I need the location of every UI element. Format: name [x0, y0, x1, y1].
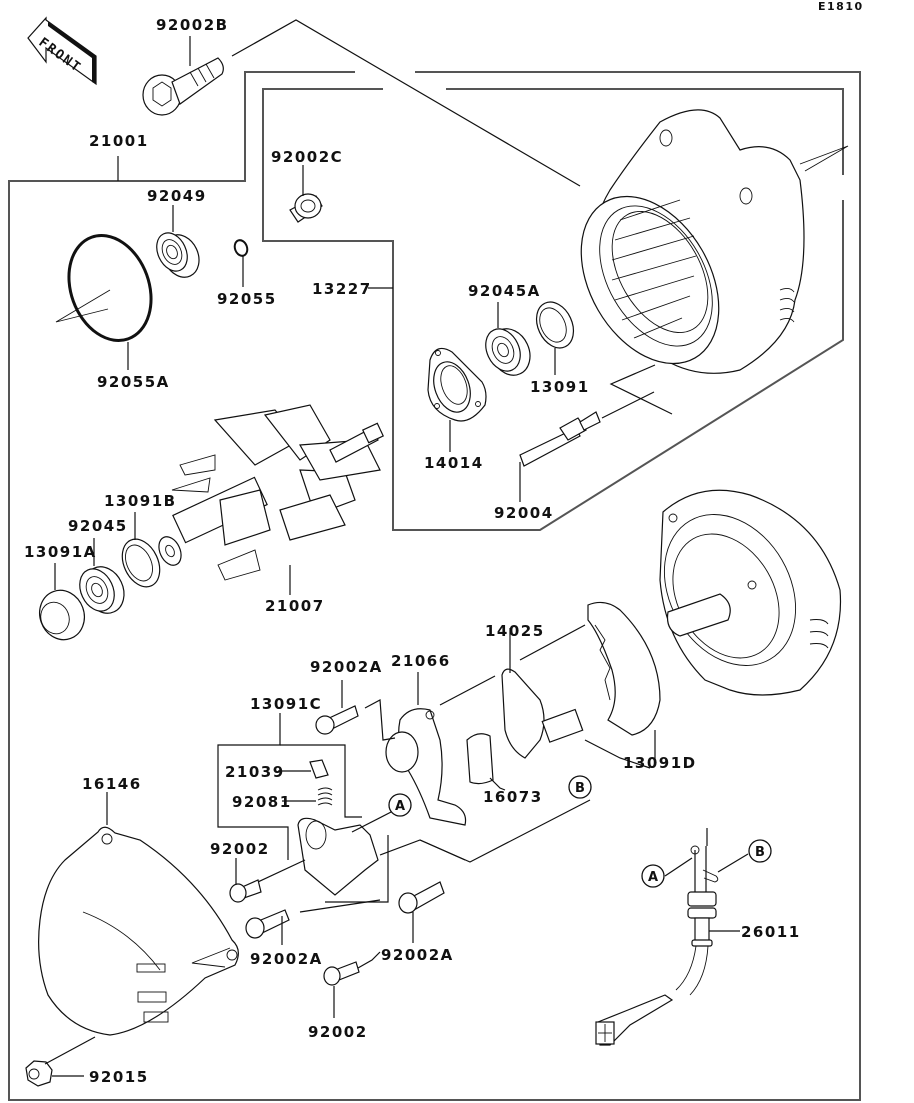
callout-A: A	[388, 793, 412, 817]
part-92002C-bolt[interactable]	[289, 165, 323, 223]
label-92002-left[interactable]: 92002	[210, 840, 270, 858]
label-92015[interactable]: 92015	[89, 1068, 149, 1086]
part-92055A-o-ring[interactable]	[55, 224, 165, 370]
part-alternator-housing[interactable]	[553, 109, 849, 415]
callout-A-harness: A	[641, 864, 665, 888]
label-92002B[interactable]: 92002B	[156, 16, 229, 34]
label-13091D[interactable]: 13091D	[623, 754, 697, 772]
part-14014-bearing-plate[interactable]	[427, 347, 487, 452]
guide-lines	[299, 799, 591, 913]
label-14025[interactable]: 14025	[485, 622, 545, 640]
label-92055[interactable]: 92055	[217, 290, 277, 308]
label-92002-bottom[interactable]: 92002	[308, 1023, 368, 1041]
part-92002B-bolt[interactable]	[142, 19, 581, 187]
label-13227[interactable]: 13227	[312, 280, 372, 298]
svg-text:A: A	[395, 799, 405, 814]
label-13091[interactable]: 13091	[530, 378, 590, 396]
label-21001[interactable]: 21001	[89, 132, 149, 150]
label-14014[interactable]: 14014	[424, 454, 484, 472]
label-92004[interactable]: 92004	[494, 504, 554, 522]
part-92002A-screw-left[interactable]	[245, 909, 290, 945]
label-92002C[interactable]: 92002C	[271, 148, 343, 166]
part-13091-seal[interactable]	[529, 296, 580, 375]
part-14025-brush-holder[interactable]	[439, 624, 586, 759]
part-21039-brush[interactable]	[278, 759, 329, 779]
label-92081[interactable]: 92081	[232, 793, 292, 811]
label-16146[interactable]: 16146	[82, 775, 142, 793]
label-92055A[interactable]: 92055A	[97, 373, 170, 391]
label-92045[interactable]: 92045	[68, 517, 128, 535]
label-13091B[interactable]: 13091B	[104, 492, 177, 510]
part-92045A-bearing[interactable]	[479, 302, 537, 382]
label-13091C[interactable]: 13091C	[250, 695, 322, 713]
assembly-frame-13227	[262, 88, 844, 531]
part-rear-housing[interactable]	[638, 489, 842, 696]
assembly-frame-21001	[8, 71, 861, 1101]
part-13091B-seal[interactable]	[115, 512, 167, 593]
label-13091A[interactable]: 13091A	[24, 543, 97, 561]
part-brush-holder-base[interactable]	[244, 809, 396, 903]
svg-text:B: B	[575, 781, 585, 796]
assembly-frame-13091C	[217, 713, 362, 860]
callout-B: B	[568, 775, 592, 799]
part-92015-nut[interactable]	[25, 1036, 96, 1087]
label-92002A-left[interactable]: 92002A	[250, 950, 323, 968]
front-arrow-icon: FRONT	[27, 16, 97, 86]
part-92002-screw-bottom[interactable]	[323, 951, 381, 1018]
label-16073[interactable]: 16073	[483, 788, 543, 806]
svg-text:A: A	[648, 870, 658, 885]
part-92002A-screw-top[interactable]	[315, 680, 359, 735]
part-13091D-plate[interactable]	[584, 601, 661, 769]
part-92004-stud[interactable]	[519, 391, 655, 502]
part-92055-o-ring[interactable]	[233, 238, 250, 287]
part-13091A-collar[interactable]	[33, 563, 91, 646]
part-labels: 92002B 21001 92002C 92049 92055 13227 92…	[24, 16, 801, 1086]
label-21039[interactable]: 21039	[225, 763, 285, 781]
label-26011[interactable]: 26011	[741, 923, 801, 941]
part-16073-brush[interactable]	[466, 733, 506, 791]
part-16146-cover[interactable]	[38, 792, 239, 1036]
diagram-code: E1810	[818, 0, 864, 13]
part-92002-screw-left[interactable]	[229, 858, 262, 903]
label-92002A-top[interactable]: 92002A	[310, 658, 383, 676]
label-92049[interactable]: 92049	[147, 187, 207, 205]
part-21066-holder[interactable]	[364, 672, 467, 826]
part-21007-rotor[interactable]	[155, 404, 385, 595]
label-92045A[interactable]: 92045A	[468, 282, 541, 300]
part-92045-bearing[interactable]	[73, 538, 131, 620]
part-92081-spring[interactable]	[282, 787, 333, 806]
label-21007[interactable]: 21007	[265, 597, 325, 615]
part-92049-bearing[interactable]	[151, 205, 206, 283]
svg-text:B: B	[755, 845, 765, 860]
label-21066[interactable]: 21066	[391, 652, 451, 670]
part-92002A-screw-right[interactable]	[398, 881, 445, 943]
part-26011-wire-harness[interactable]	[595, 828, 749, 1046]
callout-B-harness: B	[748, 839, 772, 863]
label-92002A-right[interactable]: 92002A	[381, 946, 454, 964]
